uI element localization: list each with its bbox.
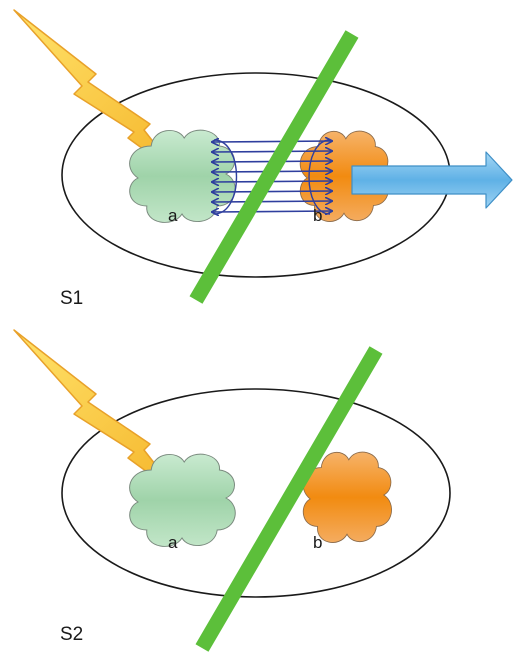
divider-bar — [189, 30, 359, 304]
connection-line — [212, 151, 332, 152]
divider-bar — [195, 346, 383, 652]
left-connection-bracket — [213, 139, 238, 215]
cloud-b-label: b — [313, 206, 322, 225]
cloud-b-label: b — [313, 533, 322, 552]
connection-line — [212, 191, 332, 192]
connection-line — [212, 141, 332, 142]
cloud-a-label: a — [168, 533, 178, 552]
connection-line — [212, 211, 332, 212]
right-connection-bracket — [308, 139, 331, 215]
connection-line — [212, 201, 332, 202]
right-arrow-icon — [351, 151, 513, 209]
panel-s1: a b S1 — [13, 9, 513, 309]
panel-label: S2 — [60, 624, 83, 645]
cloud-a-label: a — [168, 206, 178, 225]
panel-s2: a b S2 — [13, 329, 451, 652]
panel-label: S1 — [60, 288, 83, 309]
